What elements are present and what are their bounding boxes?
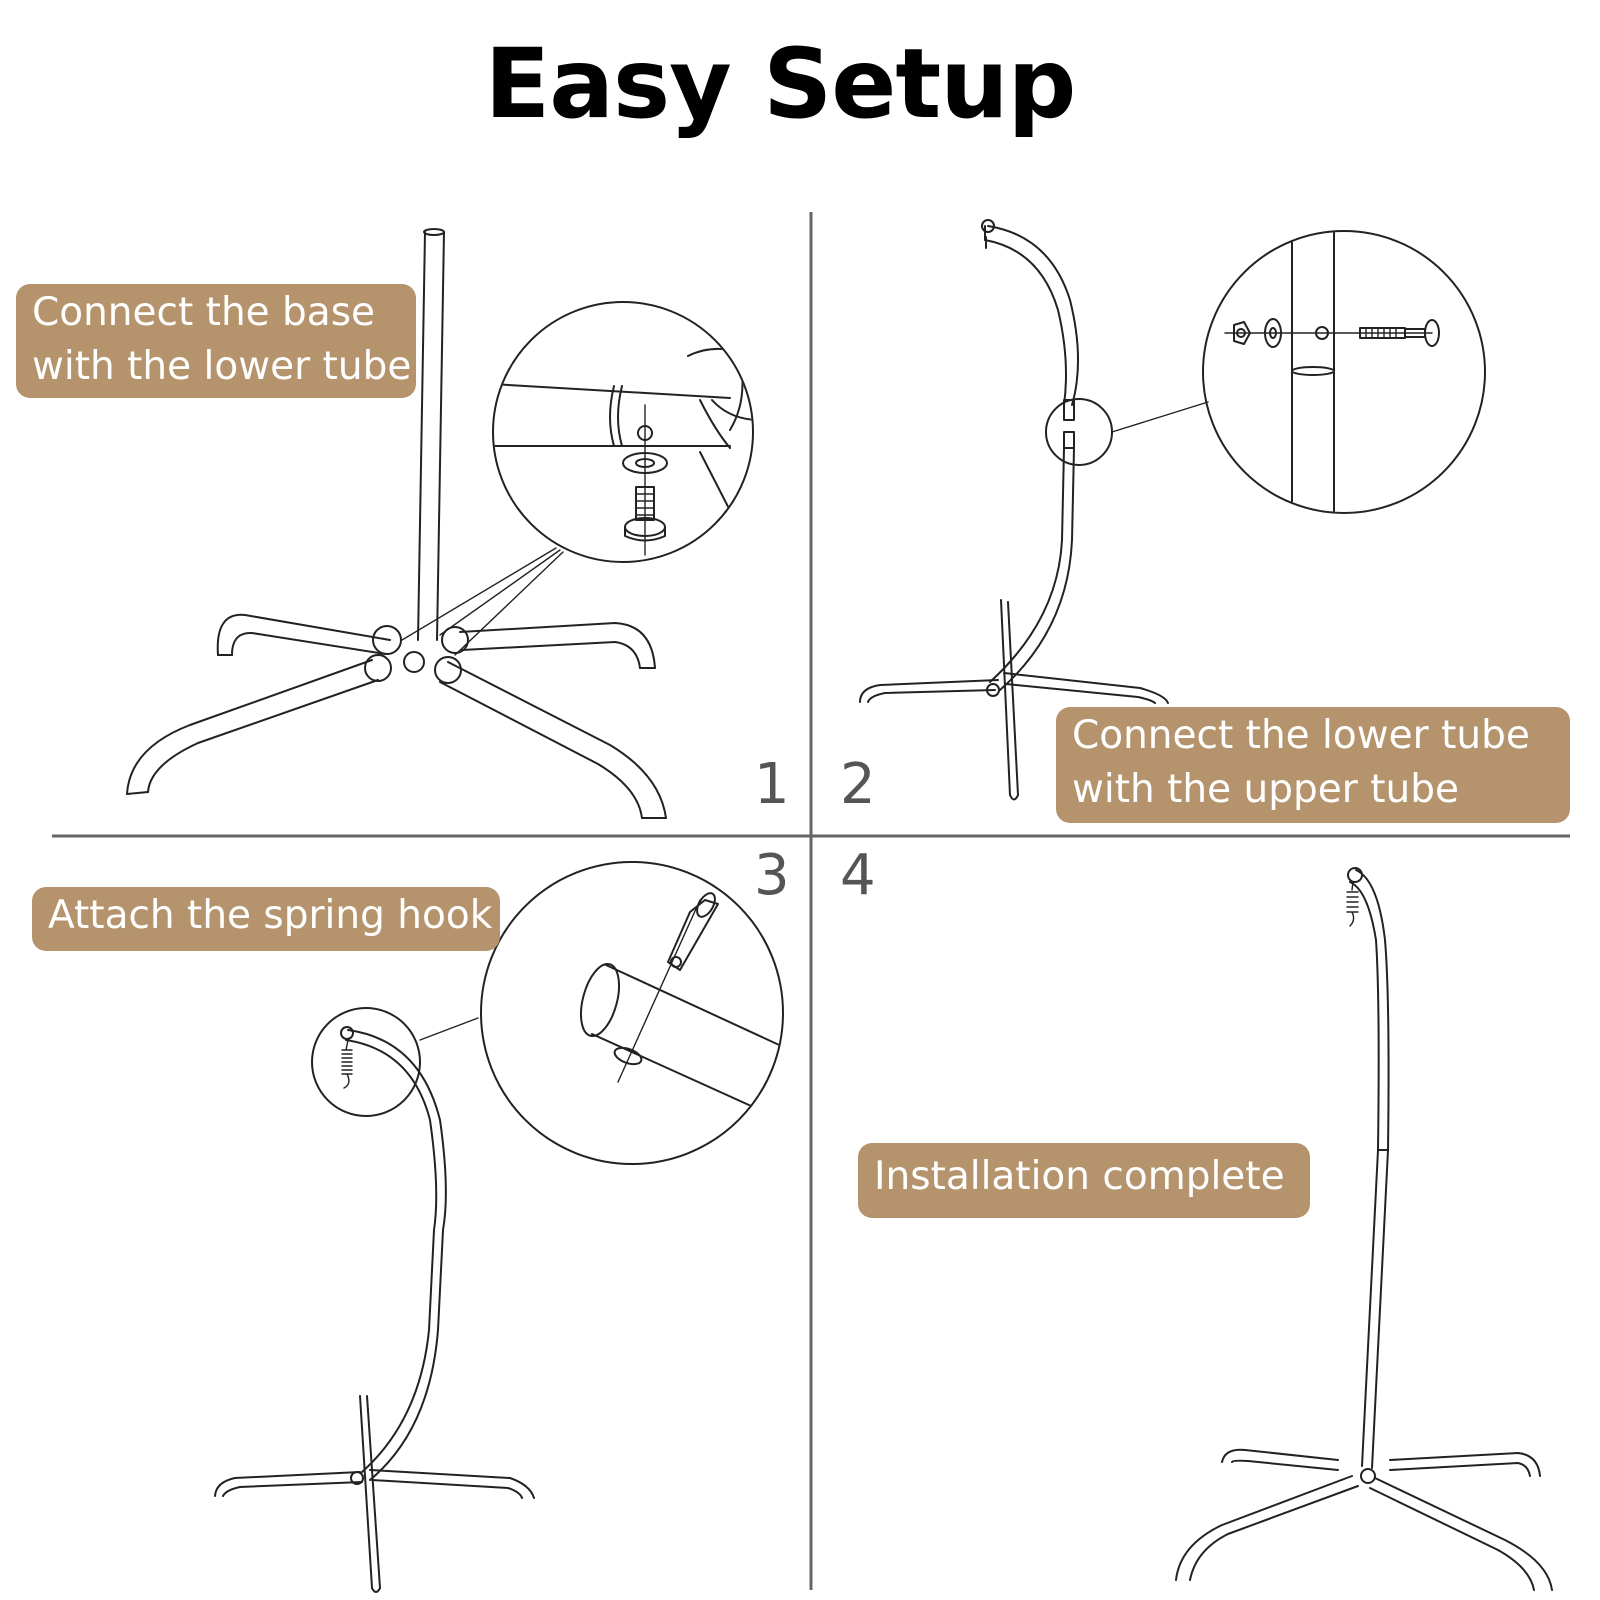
spring-hook-illustration	[214, 1007, 535, 1593]
page-title: Easy Setup	[484, 28, 1077, 140]
tube-connection-magnifier	[1202, 230, 1486, 514]
stand-base-illustration	[126, 228, 667, 819]
step-2-number: 2	[840, 752, 876, 817]
step-4-label: Installation complete	[858, 1143, 1310, 1218]
step-1-line-2: with the lower tube	[32, 344, 412, 389]
tube-connection-illustration	[859, 219, 1209, 801]
step-3-number: 3	[754, 843, 790, 908]
base-joint-magnifier	[492, 301, 754, 563]
step-1-number: 1	[754, 752, 790, 817]
step-1-line-1: Connect the base	[32, 290, 376, 335]
spring-hook-magnifier	[480, 861, 784, 1165]
step-4-number: 4	[840, 843, 876, 908]
step-3-label: Attach the spring hook	[32, 887, 500, 951]
step-2-line-2: with the upper tube	[1072, 767, 1459, 812]
step-4-line-1: Installation complete	[874, 1154, 1285, 1199]
step-2-label: Connect the lower tube with the upper tu…	[1056, 707, 1570, 823]
complete-stand-illustration	[1175, 867, 1553, 1591]
step-1-label: Connect the base with the lower tube	[16, 284, 416, 398]
step-2-line-1: Connect the lower tube	[1072, 713, 1530, 758]
step-3-line-1: Attach the spring hook	[48, 893, 493, 938]
